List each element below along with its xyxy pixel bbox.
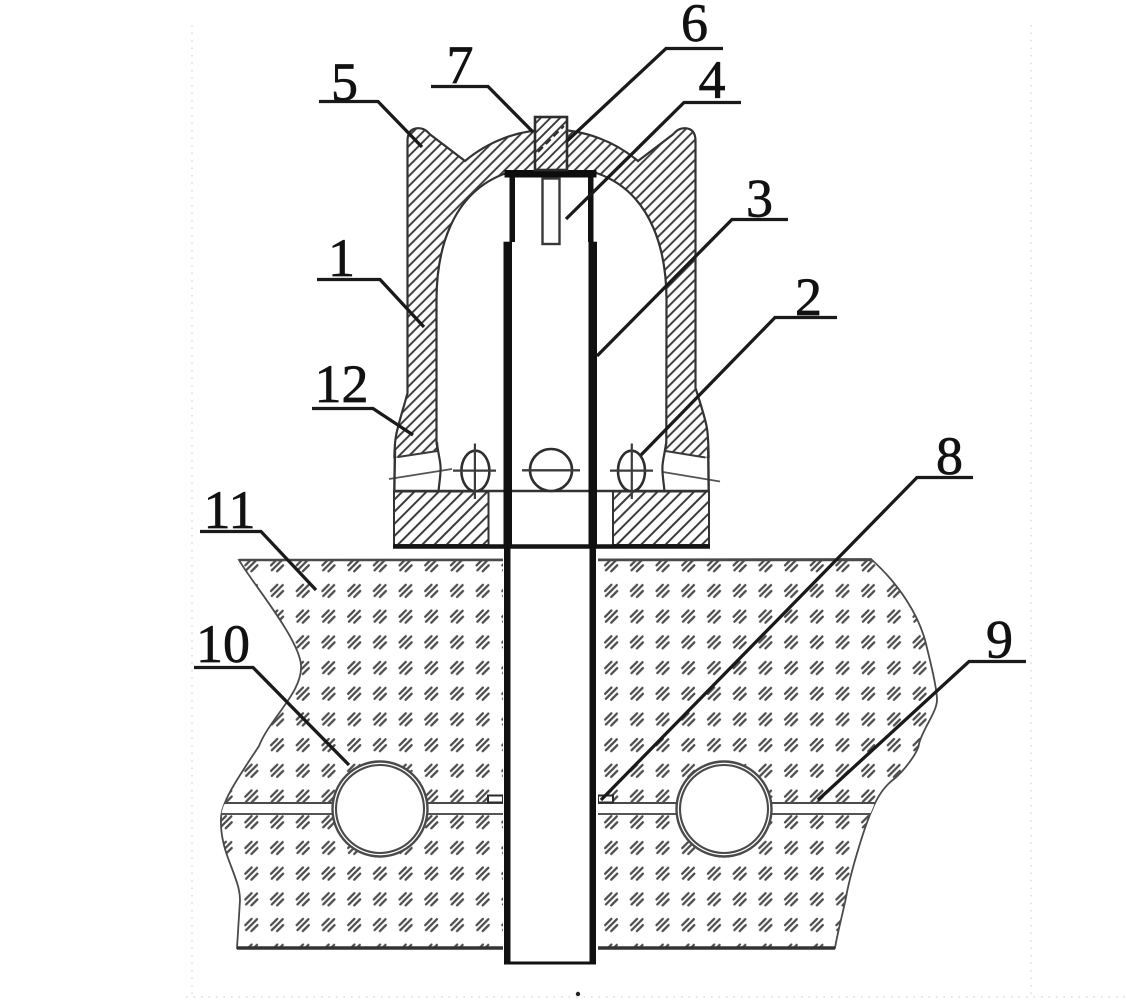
svg-text:8: 8 <box>936 426 963 486</box>
svg-text:11: 11 <box>204 480 256 540</box>
svg-text:9: 9 <box>986 610 1013 670</box>
svg-text:12: 12 <box>315 354 369 414</box>
svg-text:4: 4 <box>699 50 726 110</box>
svg-text:1: 1 <box>328 228 355 288</box>
svg-text:6: 6 <box>681 0 708 53</box>
svg-text:5: 5 <box>331 52 358 112</box>
svg-text:10: 10 <box>196 614 250 674</box>
svg-text:3: 3 <box>746 169 773 229</box>
svg-text:2: 2 <box>795 267 822 327</box>
svg-text:7: 7 <box>447 35 474 95</box>
